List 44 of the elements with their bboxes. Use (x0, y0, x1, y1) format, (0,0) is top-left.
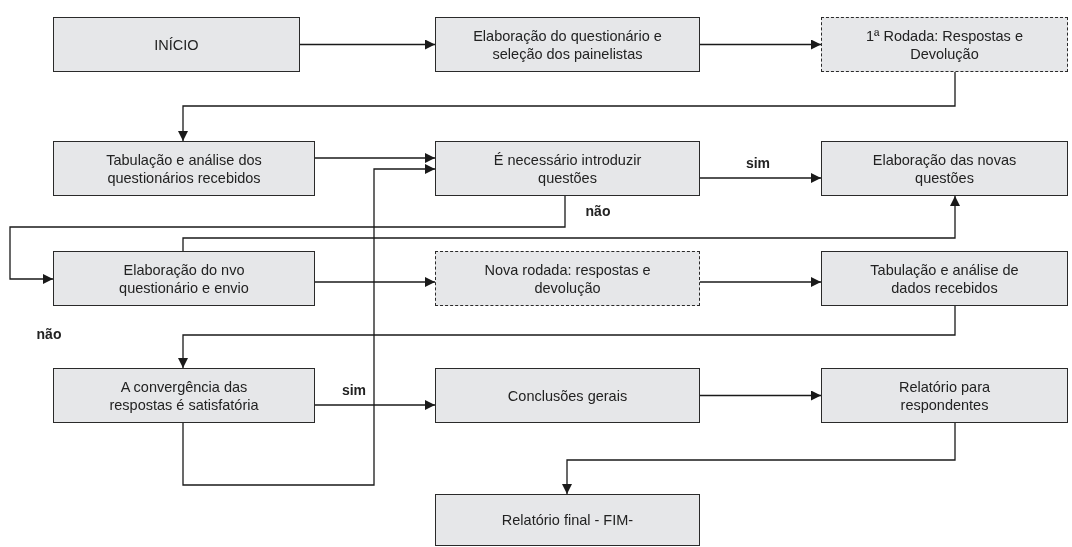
box-text: Conclusões gerais (507, 386, 628, 405)
arrow (699, 173, 822, 183)
process-box (435, 494, 700, 546)
arrow (299, 39, 436, 50)
box-text: Elaboração do nvo questionário e envio (118, 260, 250, 297)
arrow (182, 195, 960, 252)
process-box (821, 141, 1068, 196)
edge-label: sim (743, 155, 773, 171)
process-box (435, 141, 700, 196)
box-text: Elaboração das novas questões (871, 150, 1018, 187)
process-box (53, 251, 315, 306)
arrow (314, 277, 436, 287)
process-box (821, 17, 1068, 72)
process-box (435, 17, 700, 72)
arrow (699, 39, 822, 50)
arrow (9, 195, 566, 284)
arrow (178, 305, 956, 369)
process-box (53, 141, 315, 196)
box-text: Tabulação e análise de dados recebidos (869, 260, 1020, 297)
box-text: Tabulação e análise dos questionários recebidos (105, 150, 263, 187)
arrow (314, 400, 436, 410)
process-box (435, 368, 700, 423)
edge-label: não (583, 203, 613, 219)
process-box (821, 251, 1068, 306)
box-text: Relatório para respondentes (897, 377, 992, 414)
box-text: INÍCIO (154, 35, 199, 54)
box-text: 1ª Rodada: Respostas e Devolução (865, 26, 1024, 63)
process-box (435, 251, 700, 306)
process-box (53, 17, 300, 72)
arrow (699, 390, 822, 401)
process-box (53, 368, 315, 423)
box-text: Elaboração do questionário e seleção dos painelistas (472, 26, 663, 63)
box-text: Relatório final - FIM- (501, 511, 634, 529)
edge-label: sim (339, 382, 369, 398)
box-text: É necessário introduzir questões (492, 150, 643, 187)
arrow (182, 164, 436, 486)
arrow (178, 71, 956, 142)
arrow (314, 153, 436, 163)
box-text: Nova rodada: respostas e devolução (483, 260, 652, 297)
branch-label: não (34, 326, 64, 342)
box-text: A convergência das respostas é satisfatória (108, 377, 260, 414)
arrow (699, 277, 822, 287)
arrow (562, 422, 956, 495)
process-box (821, 368, 1068, 423)
